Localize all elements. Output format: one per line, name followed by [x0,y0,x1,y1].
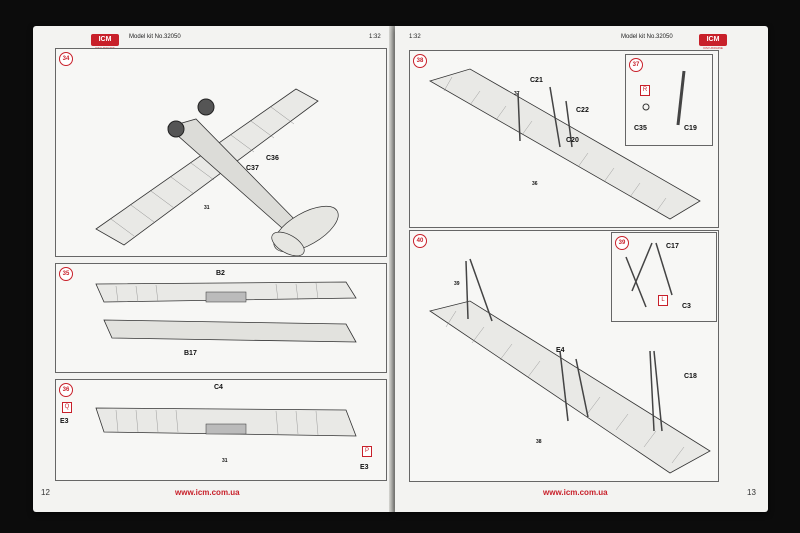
ref-circle-38: 38 [536,439,542,445]
model-kit-number: Model kit No.32050 [129,34,181,40]
part-label-c4: C4 [214,384,223,391]
upper-wing-mounting-drawing [429,258,711,474]
ref-circle-36: 36 [532,181,538,187]
part-label-b2: B2 [216,270,225,277]
ref-circle-37: 37 [514,91,520,97]
instruction-booklet: ICM ICM UKRAINE Model kit No.32050 1:32 … [33,26,768,512]
step-number: 40 [413,234,427,248]
part-label-e3-right: E3 [360,464,369,471]
part-label-c36: C36 [266,155,279,162]
right-page: 1:32 Model kit No.32050 ICM ICM UKRAINE … [395,26,768,512]
icm-logo-sub: ICM UKRAINE [703,46,723,50]
ref-circle-31: 31 [222,458,228,464]
fuselage-wing-drawing [95,88,339,256]
part-label-e3-left: E3 [60,418,69,425]
left-page: ICM ICM UKRAINE Model kit No.32050 1:32 … [33,26,391,512]
strut-pair-drawing [625,242,673,308]
ref-circle-39: 39 [454,281,460,287]
page-number: 13 [747,488,756,497]
ref-circle-31: 31 [204,205,210,211]
part-label-c17: C17 [666,243,679,250]
step-34-panel: 34 C36 C37 31 [55,48,387,257]
part-label-c19: C19 [684,125,697,132]
step-number: 35 [59,267,73,281]
icm-logo: ICM [699,34,727,46]
part-label-b17: B17 [184,350,197,357]
marker-q: Q [62,402,72,413]
model-kit-number: Model kit No.32050 [621,34,673,40]
icm-logo: ICM [91,34,119,46]
part-label-c3: C3 [682,303,691,310]
scale-label: 1:32 [369,34,381,40]
page-number: 12 [41,488,50,497]
marker-r: R [640,85,650,96]
upper-wing-strut-drawing [428,68,701,220]
part-label-c18: C18 [684,373,697,380]
strut-detail-drawing [642,70,686,126]
step-40-panel: 40 E4 C18 39 38 [409,230,719,482]
step-35-panel: 35 B2 B17 [55,263,387,373]
part-label-e4: E4 [556,347,565,354]
part-label-c35: C35 [634,125,647,132]
part-label-c21: C21 [530,77,543,84]
step-number: 36 [59,383,73,397]
step-number: 37 [629,58,643,72]
scale-label: 1:32 [409,34,421,40]
part-label-c20: C20 [566,137,579,144]
wing-assembly-drawing [95,407,357,437]
website-url: www.icm.com.ua [543,488,608,497]
website-url: www.icm.com.ua [175,488,240,497]
part-label-c37: C37 [246,165,259,172]
lower-wing-drawing [95,281,357,343]
step-36-panel: 36 C4 Q E3 P E3 31 [55,379,387,481]
step-number: 39 [615,236,629,250]
marker-p: P [362,446,372,457]
booklet-spine [389,26,399,512]
step-number: 34 [59,52,73,66]
step-number: 38 [413,54,427,68]
part-label-c22: C22 [576,107,589,114]
step-37-inset: 37 R C35 C19 [625,54,713,146]
step-39-inset: 39 C17 L C3 [611,232,717,322]
marker-l: L [658,295,668,306]
